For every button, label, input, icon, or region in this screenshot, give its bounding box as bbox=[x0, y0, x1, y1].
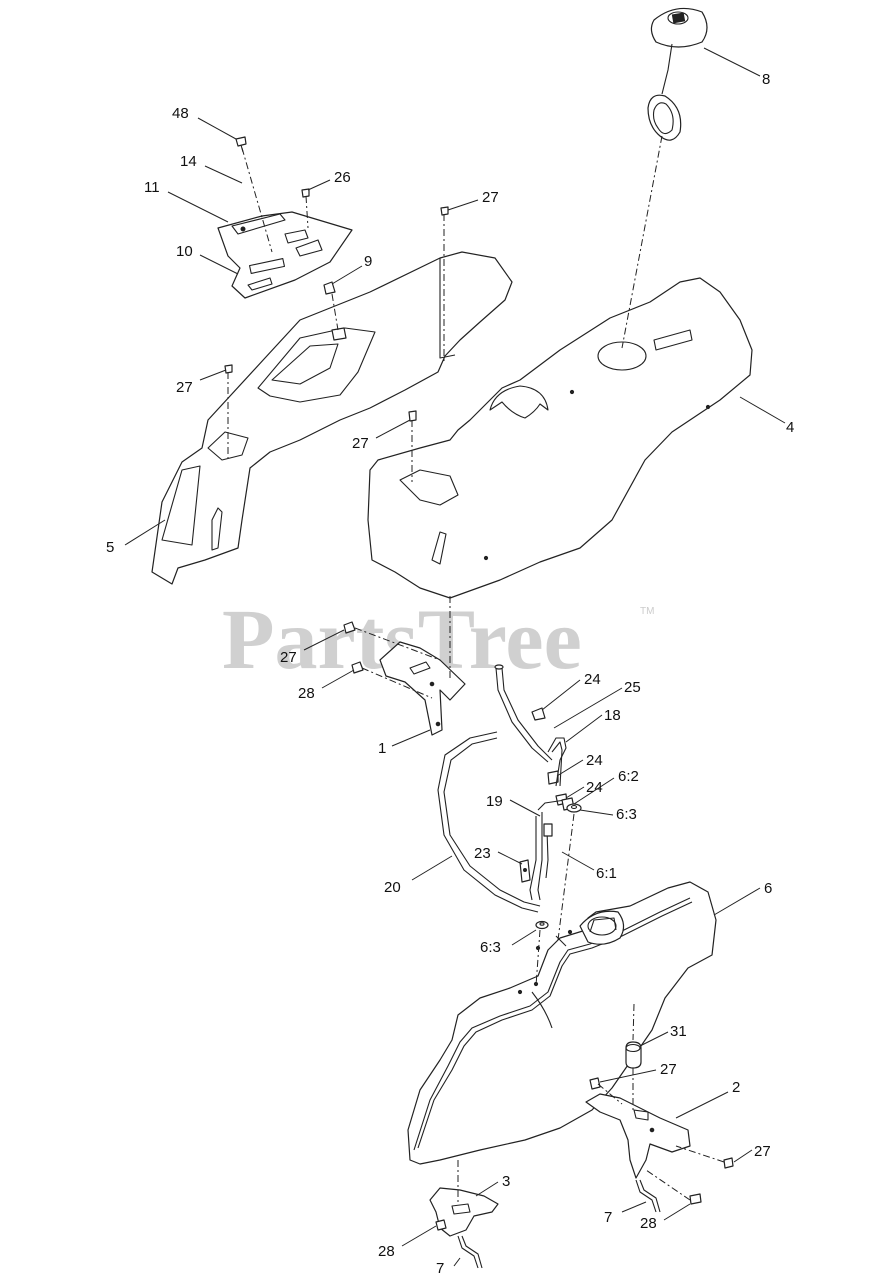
callout-4: 4 bbox=[786, 419, 794, 436]
part-23-fitting[interactable] bbox=[519, 859, 531, 883]
callout-7-rear: 7 bbox=[604, 1209, 612, 1226]
callout-31: 31 bbox=[670, 1023, 687, 1040]
callout-6-2: 6:2 bbox=[618, 768, 639, 785]
callout-18: 18 bbox=[604, 707, 621, 724]
assembly-centerlines bbox=[227, 135, 725, 1204]
part-20-fuel-hose[interactable] bbox=[437, 731, 541, 913]
bracket-2-fasteners[interactable] bbox=[589, 1077, 734, 1205]
part-6-fuel-tank[interactable] bbox=[407, 881, 717, 1165]
part-8-fuel-cap[interactable] bbox=[647, 7, 708, 141]
callout-6-3-lower: 6:3 bbox=[480, 939, 501, 956]
screws-small[interactable] bbox=[224, 188, 449, 422]
part-10-plate[interactable] bbox=[217, 211, 353, 299]
callout-5: 5 bbox=[106, 539, 114, 556]
callout-48: 48 bbox=[172, 105, 189, 122]
callout-26: 26 bbox=[334, 169, 351, 186]
callout-23: 23 bbox=[474, 845, 491, 862]
callout-27-bracket2: 27 bbox=[754, 1143, 771, 1160]
callout-27-left: 27 bbox=[176, 379, 193, 396]
part-2-bracket[interactable] bbox=[585, 1093, 691, 1179]
callout-27-tank: 27 bbox=[660, 1061, 677, 1078]
leader-lines bbox=[124, 47, 786, 1267]
part-7-clip-rear[interactable] bbox=[635, 1179, 661, 1213]
part-6-3-grommet-lower[interactable] bbox=[535, 920, 549, 930]
callout-6: 6 bbox=[764, 880, 772, 897]
callout-9: 9 bbox=[364, 253, 372, 270]
part-6-3-grommet-upper[interactable] bbox=[566, 803, 582, 813]
part-18-vent-tube[interactable] bbox=[547, 737, 567, 787]
callout-3: 3 bbox=[502, 1173, 510, 1190]
callout-25: 25 bbox=[624, 679, 641, 696]
part-31-bumper[interactable] bbox=[625, 1041, 642, 1069]
callout-6-1: 6:1 bbox=[596, 865, 617, 882]
part-7-clip-lower[interactable] bbox=[457, 1235, 483, 1269]
callout-6-3-upper: 6:3 bbox=[616, 806, 637, 823]
part-11-decal[interactable] bbox=[231, 213, 286, 235]
part-48-screw[interactable] bbox=[235, 136, 247, 153]
callout-27-bracket: 27 bbox=[280, 649, 297, 666]
callout-10: 10 bbox=[176, 243, 193, 260]
callout-19: 19 bbox=[486, 793, 503, 810]
callout-28-rear: 28 bbox=[640, 1215, 657, 1232]
callout-27-top: 27 bbox=[482, 189, 499, 206]
bracket-fasteners[interactable] bbox=[343, 621, 364, 674]
callout-28-lower: 28 bbox=[378, 1243, 395, 1260]
part-25-vent-hose[interactable] bbox=[494, 664, 553, 763]
callout-20: 20 bbox=[384, 879, 401, 896]
callout-14: 14 bbox=[180, 153, 197, 170]
part-1-bracket[interactable] bbox=[379, 641, 466, 736]
callout-24-b: 24 bbox=[586, 752, 603, 769]
callout-7-lower: 7 bbox=[436, 1260, 444, 1277]
part-5-console-panel[interactable] bbox=[151, 251, 513, 585]
part-9-clip[interactable] bbox=[323, 281, 347, 341]
callout-1: 1 bbox=[378, 740, 386, 757]
callout-24-c: 24 bbox=[586, 779, 603, 796]
callout-8: 8 bbox=[762, 71, 770, 88]
callout-24-a: 24 bbox=[584, 671, 601, 688]
part-28-bolt-lower[interactable] bbox=[435, 1219, 447, 1231]
callout-11: 11 bbox=[144, 179, 160, 196]
callout-27-mid: 27 bbox=[352, 435, 369, 452]
part-19-fuel-tube[interactable] bbox=[529, 799, 573, 901]
callout-28-bracket: 28 bbox=[298, 685, 315, 702]
callout-2: 2 bbox=[732, 1079, 740, 1096]
watermark-trademark: TM bbox=[640, 606, 654, 617]
callout-labels: 48 14 11 26 10 9 27 8 4 27 5 27 27 28 1 … bbox=[106, 71, 794, 1277]
